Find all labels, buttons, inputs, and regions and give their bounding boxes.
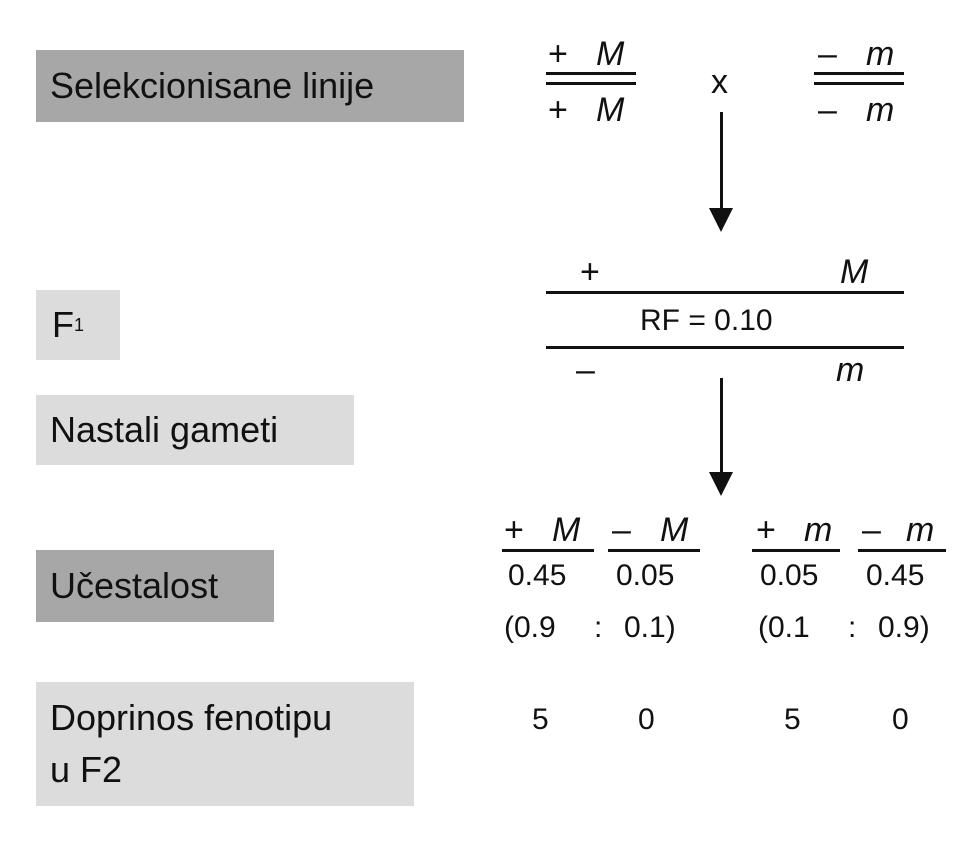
parent-right-line-lower: [814, 82, 904, 85]
arrow-2-shaft: [720, 378, 723, 474]
parent-left-bottom-allele: M: [596, 91, 625, 129]
arrow-1-head: [709, 208, 733, 232]
gamete-3-contribution: 5: [784, 703, 801, 736]
parent-left-line-lower: [546, 82, 636, 85]
ratio-left-colon: :: [594, 611, 603, 644]
parent-right-bottom-allele: m: [866, 91, 895, 129]
gamete-1-line: [502, 549, 594, 552]
gamete-4-sign: –: [862, 511, 881, 549]
cross-symbol: x: [711, 63, 728, 101]
ratio-left-close: 0.1): [624, 611, 676, 644]
f1-bottom-allele: m: [836, 351, 865, 389]
label-frequency: Učestalost: [36, 550, 274, 622]
gamete-3-frequency: 0.05: [760, 559, 819, 592]
gamete-2-allele: M: [660, 511, 689, 549]
gamete-4-contribution: 0: [892, 703, 909, 736]
parent-right-line-upper: [814, 72, 904, 75]
label-contribution: Doprinos fenotipu u F2: [36, 682, 414, 806]
label-f1-subscript: 1: [74, 315, 85, 335]
gamete-4-allele: m: [906, 511, 935, 549]
parent-right-bottom-sign: –: [818, 91, 837, 129]
label-contribution-line1: Doprinos fenotipu: [50, 697, 333, 738]
ratio-right-open: (0.1: [758, 611, 810, 644]
label-contribution-line2: u F2: [50, 749, 123, 790]
ratio-right-close: 0.9): [878, 611, 930, 644]
parent-left-top-sign: +: [548, 35, 568, 73]
parent-left-bottom-sign: +: [548, 91, 568, 129]
f1-top-allele: M: [840, 253, 869, 291]
label-f1-text: F: [52, 304, 74, 345]
gamete-3-line: [752, 549, 840, 552]
parent-left-line-upper: [546, 72, 636, 75]
parent-right-top-sign: –: [818, 35, 837, 73]
gamete-1-frequency: 0.45: [508, 559, 567, 592]
gamete-2-contribution: 0: [638, 703, 655, 736]
f1-bottom-sign: –: [576, 351, 595, 389]
gamete-2-frequency: 0.05: [616, 559, 675, 592]
gamete-2-sign: –: [612, 511, 631, 549]
gamete-1-allele: M: [552, 511, 581, 549]
ratio-right-colon: :: [848, 611, 857, 644]
label-selected-lines: Selekcionisane linije: [36, 50, 464, 122]
label-gametes-text: Nastali gameti: [50, 409, 279, 450]
gamete-2-line: [608, 549, 700, 552]
f1-chromosome-top-line: [546, 291, 904, 294]
label-gametes: Nastali gameti: [36, 395, 354, 465]
gamete-1-sign: +: [504, 511, 524, 549]
label-frequency-text: Učestalost: [50, 565, 219, 606]
arrow-1-shaft: [720, 112, 723, 208]
gamete-3-sign: +: [756, 511, 776, 549]
arrow-2-head: [709, 472, 733, 496]
gamete-4-frequency: 0.45: [866, 559, 925, 592]
f1-recombination-frequency: RF = 0.10: [640, 304, 773, 337]
gamete-4-line: [858, 549, 946, 552]
gamete-1-contribution: 5: [532, 703, 549, 736]
label-selected-lines-text: Selekcionisane linije: [50, 65, 375, 106]
parent-right-top-allele: m: [866, 35, 895, 73]
parent-left-top-allele: M: [596, 35, 625, 73]
ratio-left-open: (0.9: [504, 611, 556, 644]
f1-top-sign: +: [580, 253, 600, 291]
gamete-3-allele: m: [804, 511, 833, 549]
f1-chromosome-bottom-line: [546, 346, 904, 349]
